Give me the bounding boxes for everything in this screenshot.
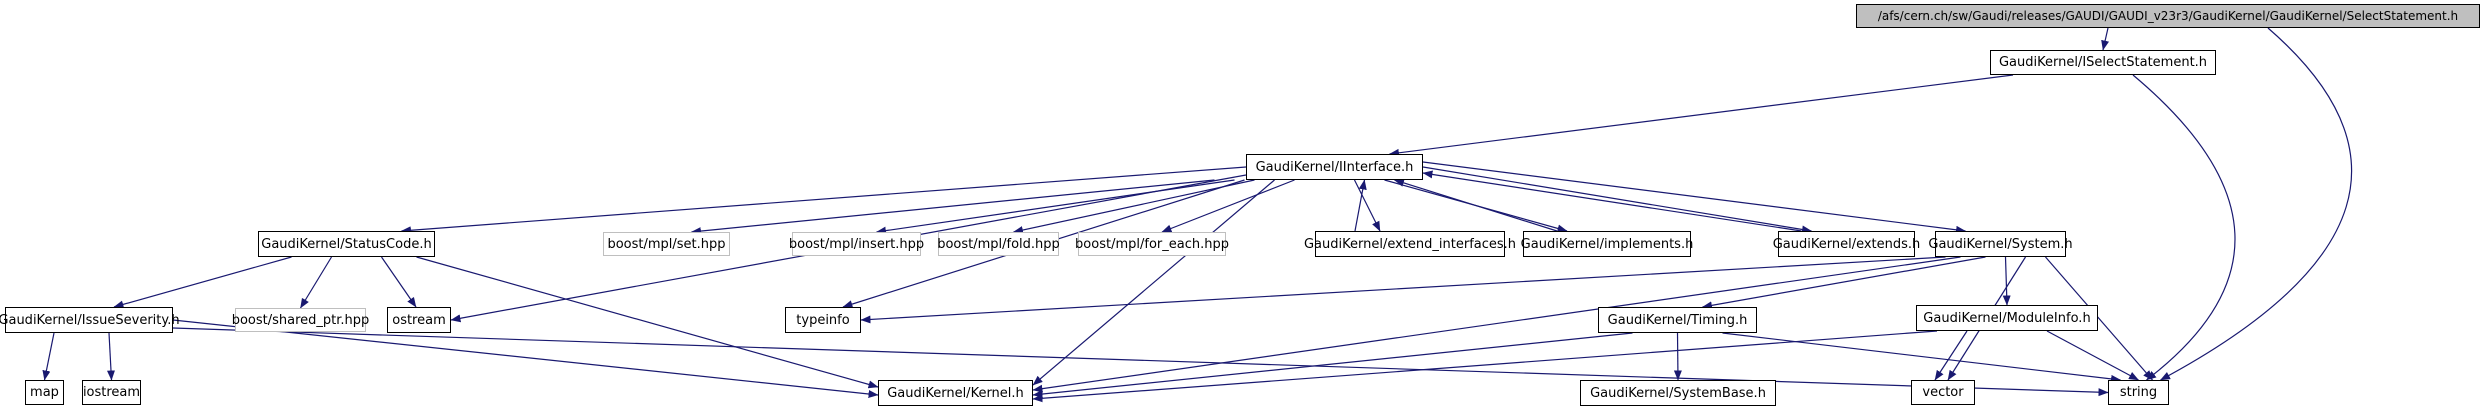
edge-iinterface-to-mplinsert	[876, 179, 1235, 235]
graph-node-system[interactable]: GaudiKernel/System.h	[1928, 231, 2073, 257]
edge-iinterface-to-statuscode	[401, 166, 1247, 235]
edge-iinterface-to-mplfold	[1013, 179, 1255, 234]
edge-timing-to-systembase	[1673, 332, 1682, 381]
edge-system-to-moduleinfo	[2002, 256, 2011, 306]
graph-node-mplfold: boost/mpl/fold.hpp	[937, 232, 1060, 256]
graph-node-sharedptr: boost/shared_ptr.hpp	[232, 308, 369, 332]
edge-extends-to-iinterface	[1422, 170, 1802, 232]
edge-timing-to-string	[1722, 332, 2121, 383]
graph-node-systembase[interactable]: GaudiKernel/SystemBase.h	[1580, 380, 1776, 406]
edge-iinterface-to-kernel	[1032, 179, 1275, 386]
graph-node-iselectstatement[interactable]: GaudiKernel/ISelectStatement.h	[1990, 50, 2216, 75]
edge-statuscode-to-ostream	[381, 256, 417, 308]
graph-node-statuscode[interactable]: GaudiKernel/StatusCode.h	[258, 231, 435, 257]
graph-node-string[interactable]: string	[2108, 380, 2169, 405]
graph-node-typeinfo[interactable]: typeinfo	[785, 307, 861, 333]
edge-iselectstatement-to-iinterface	[1389, 74, 2014, 157]
edge-statuscode-to-issueseverity	[113, 256, 292, 309]
edge-iinterface-to-extendinterfaces	[1353, 179, 1381, 232]
edge-issueseverity-to-iostream	[107, 332, 115, 381]
edge-system-to-string	[2045, 256, 2153, 381]
edge-selectstatement-to-iselectstatement	[2101, 27, 2110, 51]
graph-node-mplset: boost/mpl/set.hpp	[603, 232, 730, 256]
edge-moduleinfo-to-vector	[1934, 330, 1968, 381]
graph-node-issueseverity[interactable]: GaudiKernel/IssueSeverity.h	[0, 307, 180, 333]
edge-moduleinfo-to-kernel	[1032, 330, 1938, 403]
graph-node-vector[interactable]: vector	[1911, 380, 1975, 405]
graph-node-kernel[interactable]: GaudiKernel/Kernel.h	[878, 380, 1033, 406]
edge-statuscode-to-kernel	[416, 256, 879, 389]
edge-implements-to-iinterface	[1394, 179, 1558, 232]
graph-node-mplinsert: boost/mpl/insert.hpp	[789, 232, 924, 256]
edge-issueseverity-to-map	[42, 332, 55, 381]
graph-node-timing[interactable]: GaudiKernel/Timing.h	[1598, 307, 1757, 333]
graph-node-extends[interactable]: GaudiKernel/extends.h	[1773, 231, 1920, 257]
edge-iinterface-to-extends	[1422, 166, 1812, 234]
edge-iinterface-to-mplforeach	[1161, 179, 1295, 233]
edge-system-to-timing	[1702, 256, 1986, 310]
edge-extendinterfaces-to-iinterface	[1354, 179, 1367, 232]
graph-node-iinterface[interactable]: GaudiKernel/IInterface.h	[1246, 154, 1423, 180]
graph-node-ostream[interactable]: ostream	[387, 307, 451, 333]
edge-issueseverity-to-string	[172, 327, 2109, 397]
edge-moduleinfo-to-string	[2046, 330, 2139, 381]
edge-iinterface-to-mplset	[691, 179, 1215, 236]
edge-timing-to-kernel	[1032, 332, 1633, 399]
graph-node-moduleinfo[interactable]: GaudiKernel/ModuleInfo.h	[1916, 305, 2098, 331]
graph-node-mplforeach: boost/mpl/for_each.hpp	[1075, 232, 1229, 256]
edge-statuscode-to-sharedptr	[299, 256, 333, 309]
graph-node-map[interactable]: map	[25, 380, 64, 405]
edge-iinterface-to-system	[1422, 161, 1966, 234]
graph-node-implements[interactable]: GaudiKernel/implements.h	[1521, 231, 1693, 257]
edge-system-to-typeinfo	[860, 256, 1946, 324]
graph-node-iostream[interactable]: iostream	[82, 380, 141, 405]
edge-iselectstatement-to-string	[2132, 74, 2236, 381]
edge-system-to-kernel	[1032, 256, 1961, 393]
graph-node-selectstatement: /afs/cern.ch/sw/Gaudi/releases/GAUDI/GAU…	[1856, 4, 2480, 28]
graph-node-extendinterfaces[interactable]: GaudiKernel/extend_interfaces.h	[1304, 231, 1516, 257]
edge-selectstatement-to-string	[2160, 27, 2353, 381]
